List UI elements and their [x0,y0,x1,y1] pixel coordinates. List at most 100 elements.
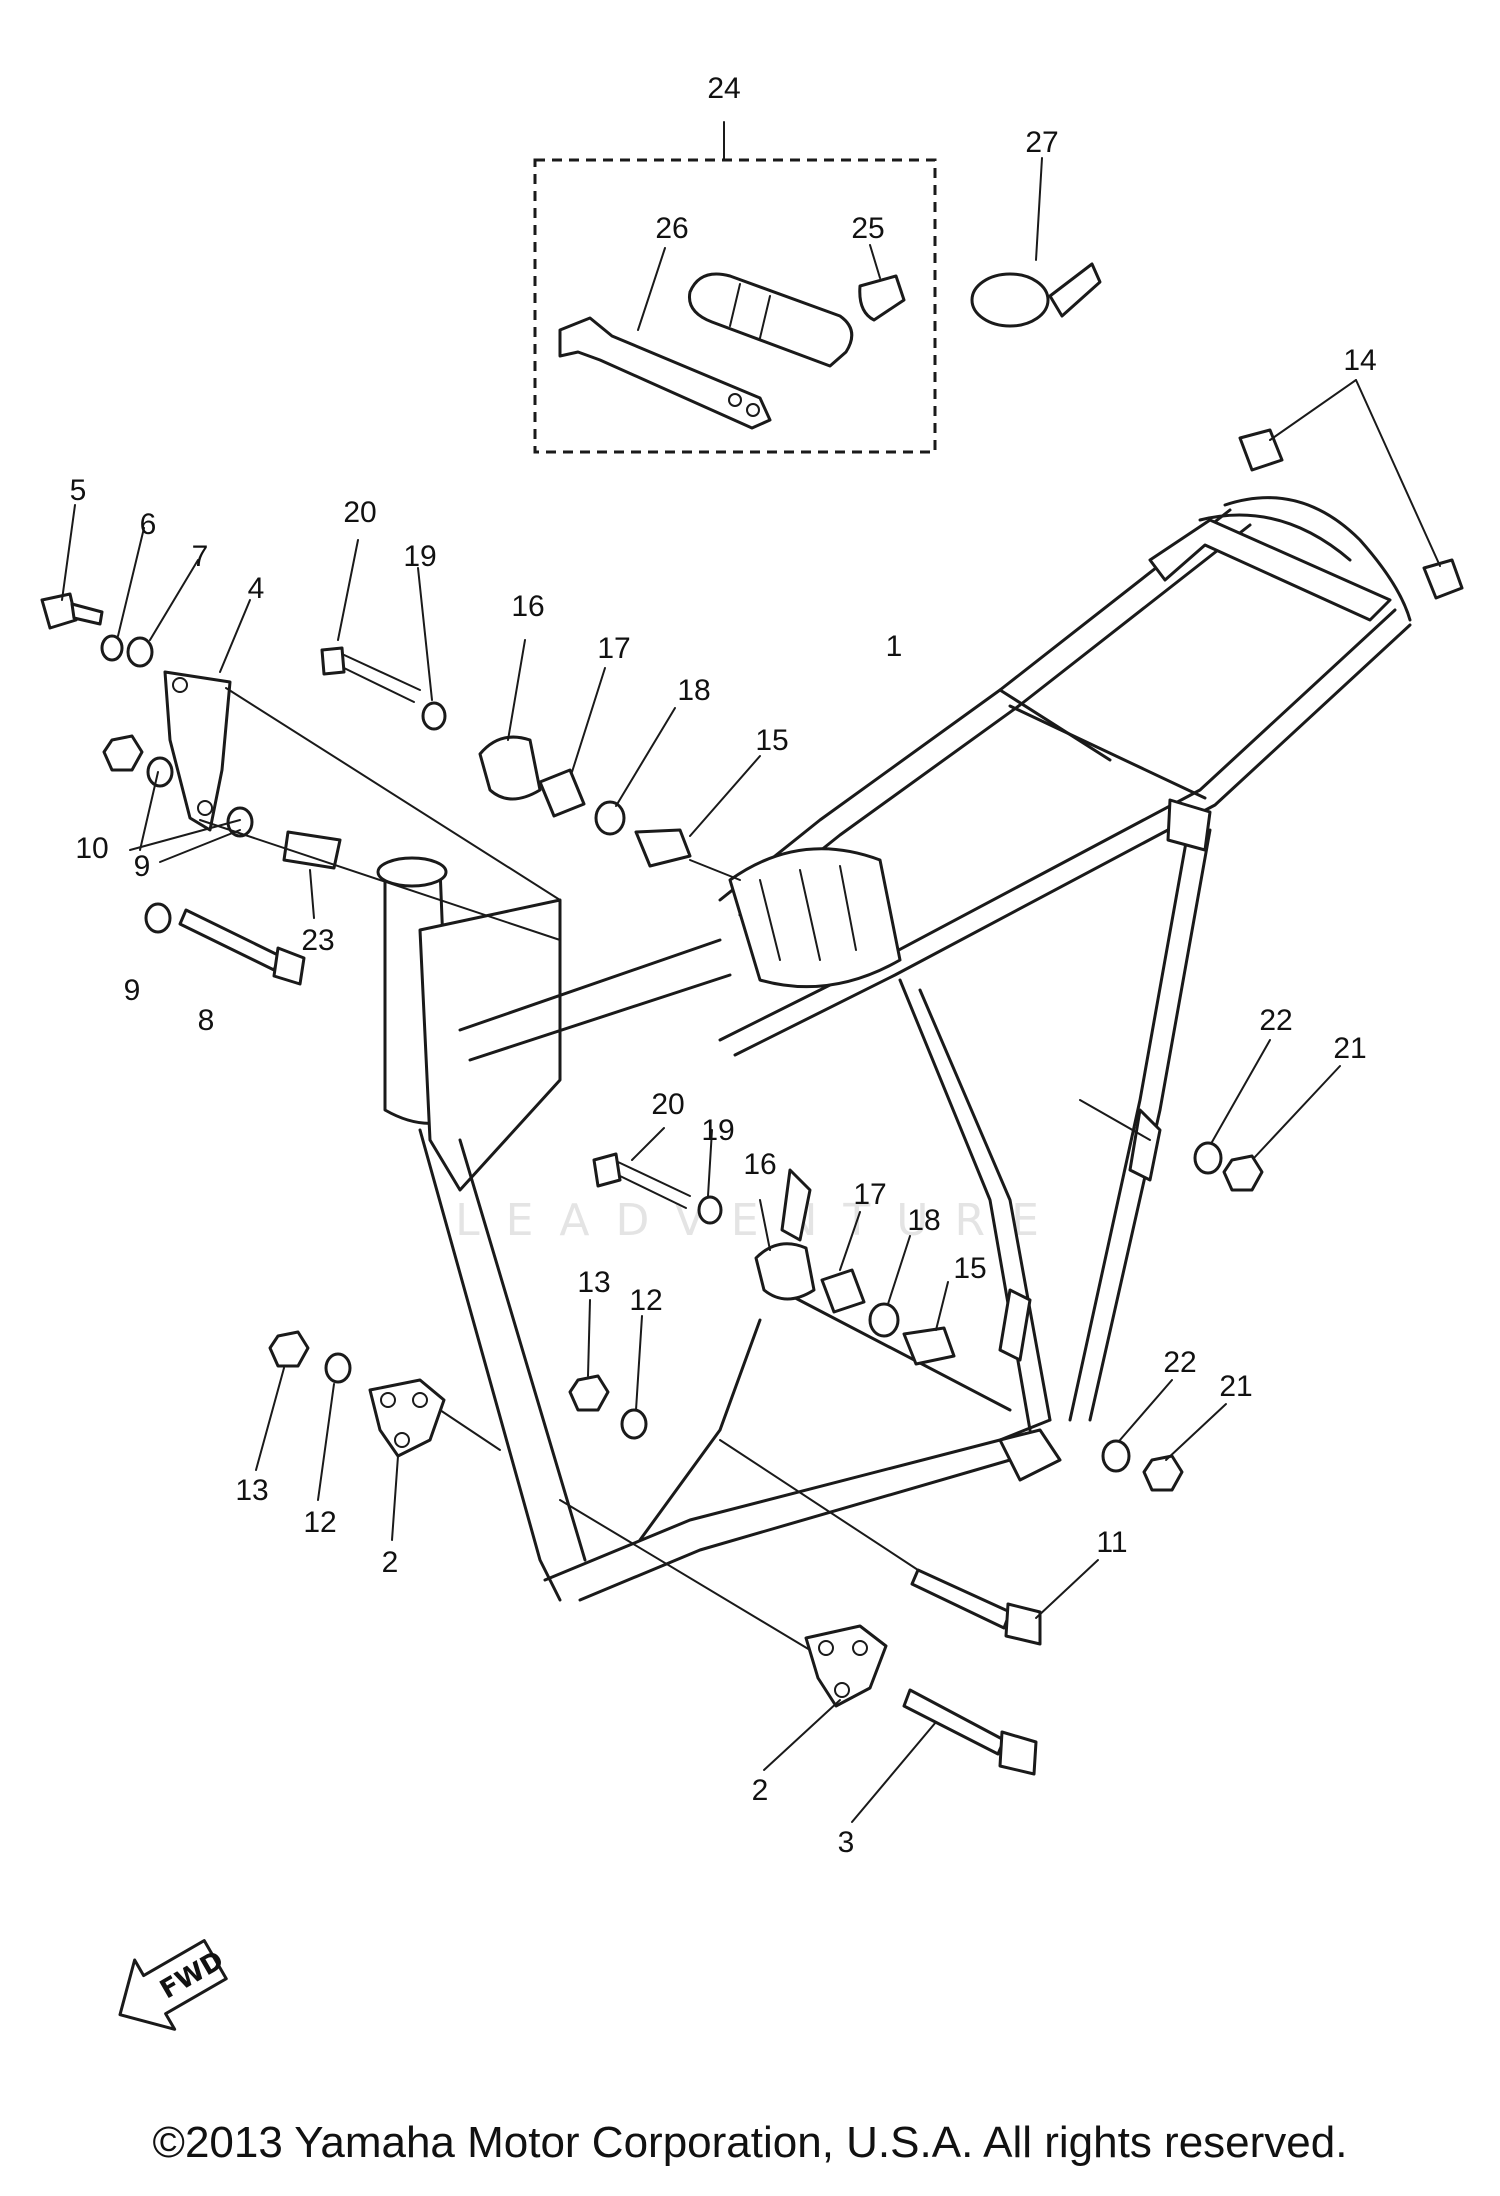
callout-17a: 17 [597,632,630,665]
callout-16b: 16 [743,1148,776,1181]
washer-9-icon [146,756,174,788]
damper-14b-icon [1422,558,1464,600]
engine-bracket-4-icon [163,670,232,832]
washer-19a-icon [421,701,447,731]
engine-mount-nuts-group [255,1299,648,1541]
washer-18a-icon [594,800,626,836]
copyright-notice: ©2013 Yamaha Motor Corporation, U.S.A. A… [152,2118,1348,2167]
nut-10-icon [102,734,144,772]
pivot-boss-icon [998,1428,1062,1482]
callout-11: 11 [1096,1526,1127,1559]
washer-9b-icon [226,806,254,838]
spacer-17a-icon [538,768,586,818]
lower-bracket-icon [780,1168,812,1242]
seat-damper-group [1238,379,1464,600]
seat-rail-bracket-icon [1148,518,1392,622]
callout-19a: 19 [403,540,436,573]
callout-21b: 21 [1219,1370,1252,1403]
callout-8: 8 [198,1004,215,1037]
side-bracket-icon [1128,1108,1162,1182]
spacer-17b-icon [820,1268,866,1314]
nut-21b-icon [1142,1454,1184,1492]
bolt-11-icon [910,1568,1012,1630]
grommet-27-group [970,157,1102,328]
callout-9a: 9 [134,850,151,883]
washer-18b-icon [868,1302,900,1338]
washer-12a-icon [620,1408,648,1440]
callout-21a: 21 [1333,1032,1366,1065]
callout-4: 4 [248,572,265,605]
callout-15a: 15 [755,724,788,757]
callout-15b: 15 [953,1252,986,1285]
engine-plate-2a-icon [368,1378,446,1458]
bolt-5-icon [40,592,78,630]
callout-2b: 2 [752,1774,769,1807]
watermark-text: LEADVENTURE [455,1195,1065,1246]
bolt-8-icon [178,908,282,972]
callout-9b: 9 [124,974,141,1007]
callout-2a: 2 [382,1546,399,1579]
bottom-mount-group [559,1439,1099,1823]
callout-26: 26 [655,212,688,245]
engine-plate-2b-icon [804,1624,888,1708]
callout-18a: 18 [677,674,710,707]
callout-23: 23 [301,924,334,957]
callout-12b: 12 [303,1506,336,1539]
callout-19b: 19 [701,1114,734,1147]
bolt-15a-icon [634,828,692,868]
label-23-icon [282,830,342,870]
nut-21a-icon [1222,1154,1264,1192]
callout-17b: 17 [853,1178,886,1211]
washer-9c-icon [144,902,172,934]
callout-12a: 12 [629,1284,662,1317]
callout-16a: 16 [511,590,544,623]
tool-pouch-icon [687,272,854,368]
callout-labels: 24 27 26 25 14 5 6 7 4 20 19 16 17 18 15… [70,72,1377,1859]
collar-16b-icon [754,1242,816,1301]
tool-kit-box [533,158,937,454]
callout-25: 25 [851,212,884,245]
fwd-arrow-icon: FWD [118,1939,229,2031]
washer-22a-icon [1193,1141,1223,1175]
frame-gusset-icon [418,898,562,1192]
callout-1: 1 [886,630,903,663]
airbox-mount-icon [728,847,902,989]
callout-13b: 13 [235,1474,268,1507]
bolt-20b-icon [592,1152,622,1188]
callout-3: 3 [838,1826,855,1859]
callout-13a: 13 [577,1266,610,1299]
washer-6-icon [100,634,124,662]
nut-13b-icon [268,1330,310,1368]
callout-5: 5 [70,474,87,507]
main-frame [376,496,1412,1602]
washer-22b-icon [1101,1439,1131,1473]
washer-19b-icon [697,1195,723,1225]
front-mount-group [40,504,561,986]
washer-12b-icon [324,1352,352,1384]
tool-kit-group [533,121,937,454]
bolt-3-icon [902,1688,1006,1756]
callout-24: 24 [707,72,740,105]
lower-mount-group [592,1127,956,1366]
wrench-icon [558,316,772,430]
upper-mount-group [320,539,761,881]
callout-6: 6 [140,508,157,541]
callout-20a: 20 [343,496,376,529]
small-pouch-icon [858,274,906,322]
callout-18b: 18 [907,1204,940,1237]
bolt-20a-icon [320,646,346,676]
callout-22b: 22 [1163,1346,1196,1379]
rear-bracket-icon [1166,798,1212,852]
callout-22a: 22 [1259,1004,1292,1037]
callout-20b: 20 [651,1088,684,1121]
grommet-icon [970,272,1050,328]
right-mount-group [1079,1039,1341,1492]
callout-27: 27 [1025,126,1058,159]
lower-rear-bracket-icon [998,1288,1032,1362]
collar-16a-icon [478,735,542,801]
callout-14: 14 [1343,344,1376,377]
callout-10: 10 [75,832,108,865]
callout-7: 7 [192,540,209,573]
washer-7-icon [126,636,154,668]
